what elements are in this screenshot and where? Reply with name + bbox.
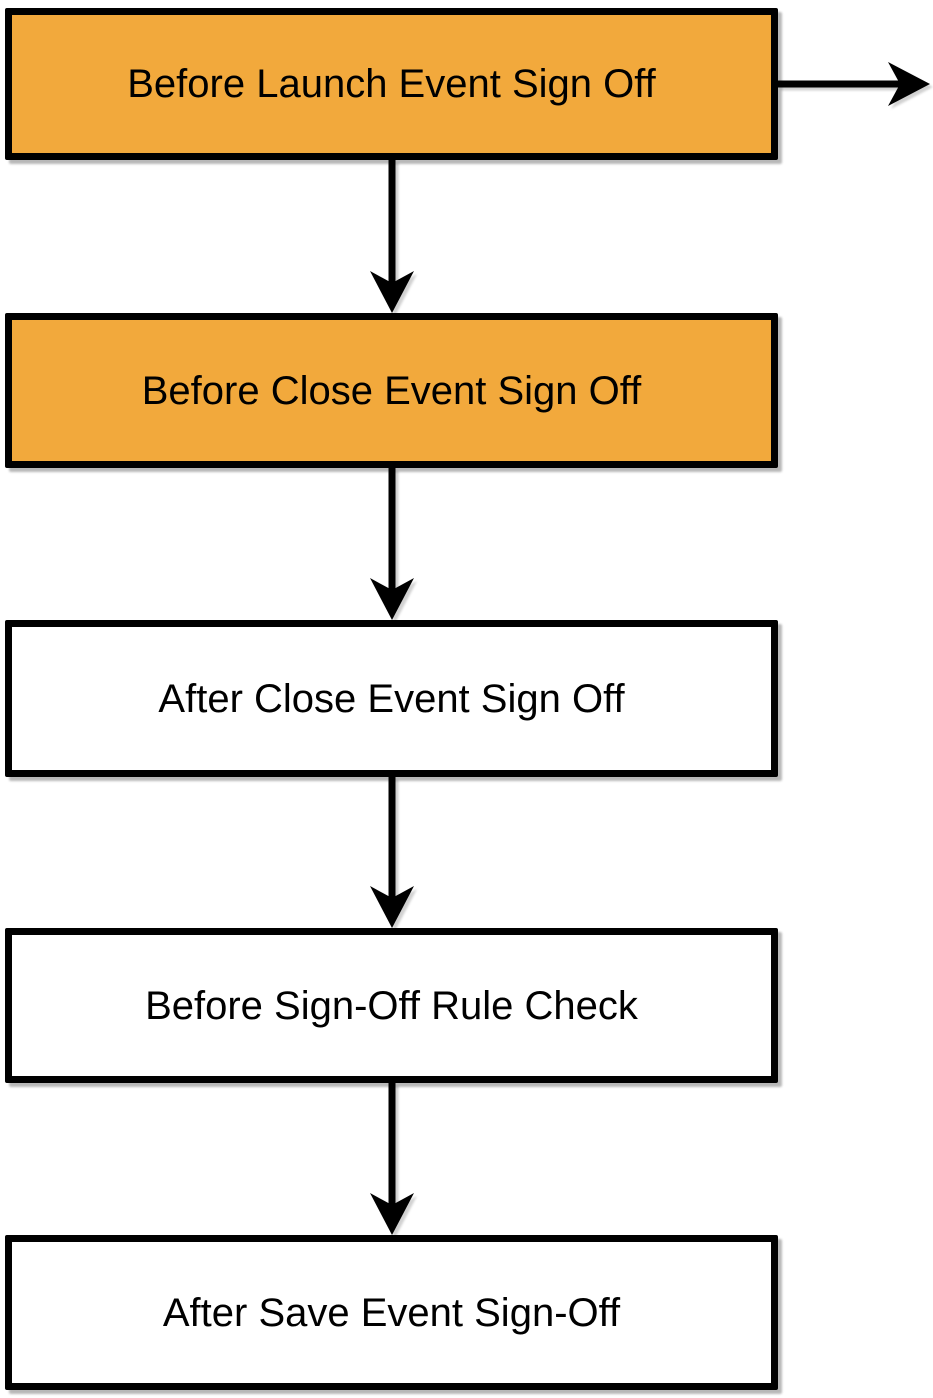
flow-node-after-close-event-sign-off: After Close Event Sign Off [5,620,778,777]
node-label: After Save Event Sign-Off [162,1290,621,1335]
flow-node-after-save-event-sign-off: After Save Event Sign-Off [5,1235,778,1390]
edge-before-rule-check-to-after-save [370,1083,414,1235]
node-label: Before Sign-Off Rule Check [145,983,638,1028]
arrowhead-right-icon [888,62,930,106]
arrowhead-down-icon [370,1193,414,1235]
flow-node-before-launch-event-sign-off: Before Launch Event Sign Off [5,8,778,160]
flow-node-before-sign-off-rule-check: Before Sign-Off Rule Check [5,928,778,1083]
edge-after-close-to-before-rule-check [370,777,414,928]
edge-before-launch-to-off-canvas-right [778,62,930,106]
flow-node-before-close-event-sign-off: Before Close Event Sign Off [5,313,778,468]
arrowhead-down-icon [370,271,414,313]
edge-before-close-to-after-close [370,468,414,620]
node-label: Before Launch Event Sign Off [127,62,656,106]
arrowhead-down-icon [370,578,414,620]
edge-before-launch-to-before-close [370,160,414,313]
node-label: After Close Event Sign Off [158,676,625,721]
arrowhead-down-icon [370,886,414,928]
node-label: Before Close Event Sign Off [141,368,642,413]
